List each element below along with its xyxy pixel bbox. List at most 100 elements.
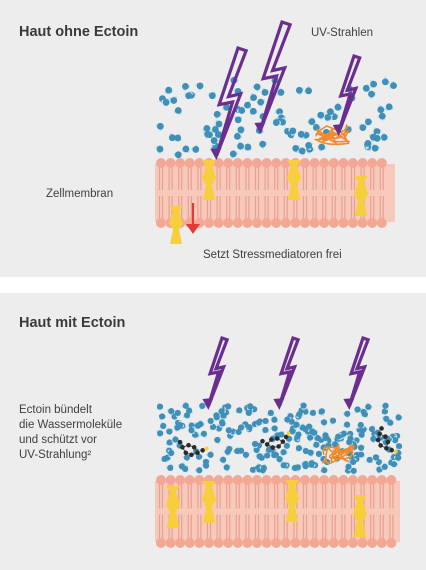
lipid (338, 158, 349, 228)
lipid-head (271, 218, 282, 228)
lipid-head (223, 158, 234, 168)
water-molecule-icon (159, 413, 167, 421)
water-molecule-icon (395, 448, 403, 457)
lipid (242, 158, 253, 228)
water-molecule-icon (305, 142, 313, 151)
membrane-protein-icon (354, 176, 368, 216)
water-molecule-icon (173, 409, 181, 418)
lipid (156, 158, 166, 228)
water-molecule-icon (199, 430, 208, 438)
lipid-head (328, 218, 339, 228)
water-molecule-icon (342, 421, 351, 429)
water-molecule-icon (319, 419, 328, 427)
lipid-head (319, 218, 330, 228)
water-molecule-icon (261, 88, 270, 96)
water-molecule-icon (210, 124, 219, 133)
water-molecule-icon (280, 449, 288, 457)
lipid-head (290, 538, 301, 548)
membrane-protein-icon (202, 481, 216, 523)
water-molecule-icon (166, 408, 175, 416)
water-molecule-icon (202, 458, 210, 466)
lightning-bolt-icon (332, 53, 362, 136)
water-molecule-icon (312, 122, 322, 131)
lipid (280, 475, 291, 548)
lipid-head (232, 158, 243, 168)
lipid-head (338, 158, 349, 168)
lipid-head (213, 475, 224, 485)
water-molecule-icon (165, 428, 174, 435)
membrane-protein-icon (166, 486, 180, 528)
membrane-protein-icon (202, 160, 216, 200)
water-molecule-icon (368, 90, 377, 99)
water-molecule-icon (299, 402, 307, 410)
water-molecule-icon (209, 423, 217, 431)
water-molecule-icon (283, 442, 290, 450)
water-molecule-icon (181, 145, 190, 153)
water-molecule-icon (349, 458, 357, 466)
lipid-head (156, 475, 166, 485)
water-molecule-icon (218, 456, 227, 464)
water-molecule-icon (377, 112, 386, 121)
water-molecule-icon (296, 411, 304, 419)
lipid (338, 475, 349, 548)
water-molecule-icon (307, 434, 315, 442)
lipid-head (376, 475, 387, 485)
lipid-head (223, 475, 234, 485)
water-molecule-icon (276, 456, 284, 464)
lipid-head (280, 538, 291, 548)
water-molecule-icon (243, 143, 252, 151)
water-molecule-icon (213, 110, 222, 119)
lipid-head (300, 538, 310, 548)
water-molecule-icon (317, 408, 325, 416)
membrane-protein-icon (353, 495, 367, 537)
protein-shape (287, 160, 301, 200)
water-molecule-icon (284, 416, 292, 424)
water-molecule-icon (307, 449, 315, 457)
lipid (309, 475, 320, 548)
water-molecule-icon (302, 447, 310, 455)
lipid (261, 158, 272, 228)
water-molecule-icon (362, 83, 371, 92)
lipid-head (319, 475, 330, 485)
water-molecule-icon (302, 426, 310, 433)
lipid-head (261, 475, 272, 485)
protein-shape (285, 480, 299, 522)
lipid-head (194, 475, 205, 485)
water-molecule-icon (181, 401, 189, 409)
water-molecule-icon (188, 426, 195, 435)
water-molecule-icon (293, 420, 301, 428)
water-molecule-icon (294, 430, 302, 438)
lipid (232, 158, 243, 228)
lipid-head (184, 538, 195, 548)
water-molecule-icon (219, 420, 227, 428)
water-molecule-icon (342, 410, 351, 419)
water-molecule-icon (182, 454, 191, 462)
lipid-head (175, 538, 186, 548)
water-molecule-icon (373, 133, 382, 142)
water-molecule-icon (237, 141, 246, 150)
lipid (348, 475, 358, 548)
lipid-head (290, 218, 301, 228)
lipid (328, 158, 339, 228)
lipid (271, 158, 282, 228)
water-molecule-icon (381, 407, 389, 415)
water-molecule-icon (372, 454, 381, 462)
bolt-tip (210, 148, 222, 160)
lipid-head (328, 538, 339, 548)
lipid-head (357, 218, 368, 228)
lipid-head (367, 538, 378, 548)
lightning-bolt-icon (343, 335, 371, 410)
water-molecule-icon (321, 434, 329, 443)
cell-membrane-label: Zellmembran (46, 188, 114, 200)
water-molecule-icon (195, 82, 204, 91)
lipid-head (376, 218, 387, 228)
water-molecule-icon (381, 402, 389, 410)
water-molecule-icon (207, 91, 216, 100)
protein-shape (354, 176, 368, 216)
diagram-without-ectoin (155, 19, 397, 244)
water-molecule-icon (364, 117, 372, 127)
lipid-head (156, 218, 166, 228)
water-molecule-icon (261, 417, 270, 425)
water-molecule-icon (297, 147, 306, 156)
membrane-protein-icon (287, 160, 301, 200)
